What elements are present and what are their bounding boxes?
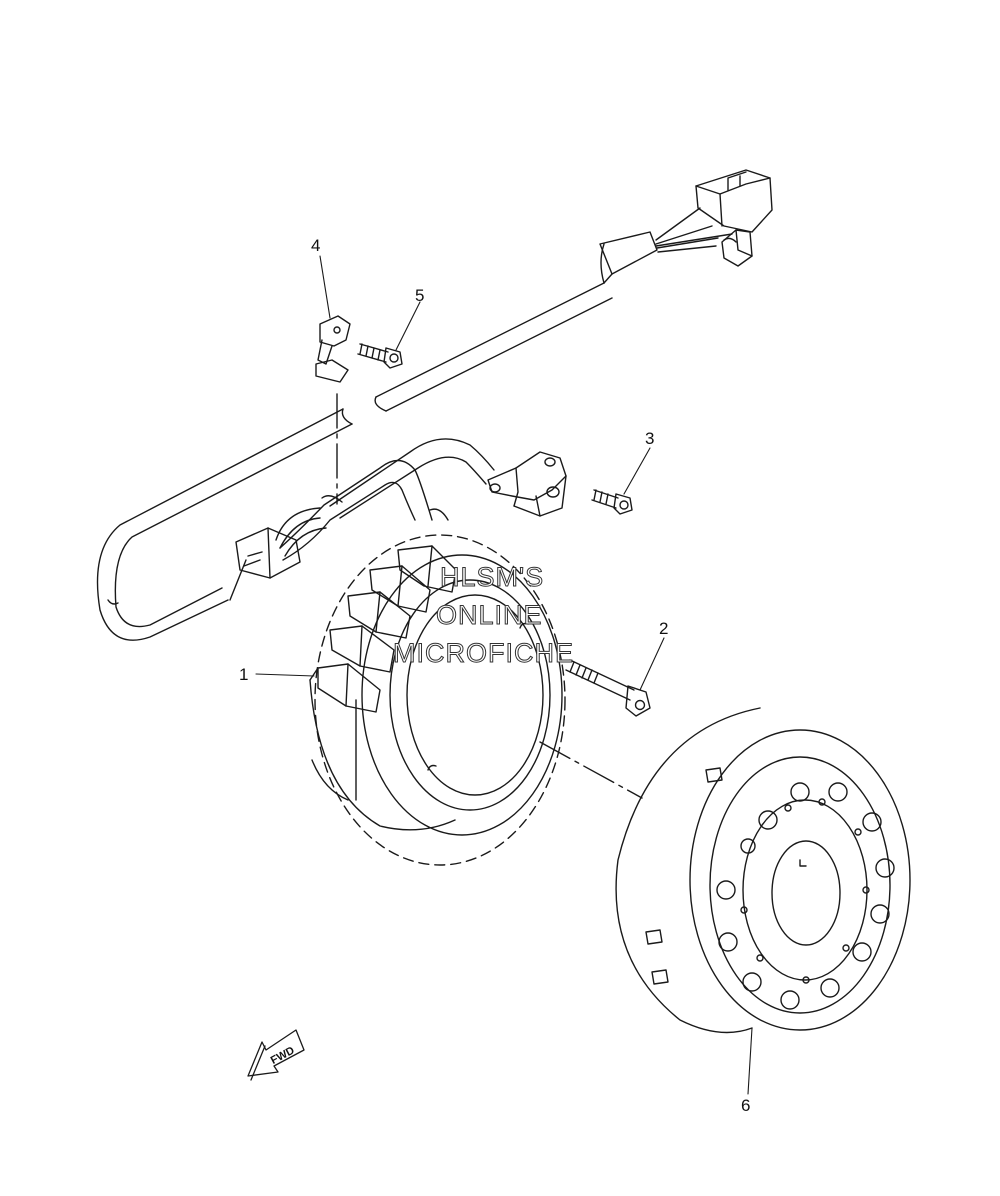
screw-5 <box>357 343 403 369</box>
callout-4: 4 <box>311 236 321 255</box>
callout-6: 6 <box>741 1096 751 1115</box>
harness-connectors <box>655 169 773 267</box>
fwd-label: FWD <box>269 1044 297 1066</box>
screw-3 <box>591 489 633 515</box>
center-axis-line <box>336 393 643 799</box>
leader-lines <box>255 255 753 1095</box>
pickup-bracket <box>487 451 567 517</box>
callout-1: 1 <box>239 665 249 684</box>
fwd-arrow-icon <box>247 1029 305 1081</box>
watermark-line-2: ONLINE <box>436 600 543 630</box>
stator-wire-harness <box>96 231 658 641</box>
watermark-line-3: MICROFICHE <box>393 638 574 668</box>
rotor <box>615 707 911 1034</box>
watermark-line-1: HLSM'S <box>439 562 545 592</box>
stator-lead-wires <box>229 438 495 601</box>
clamp <box>315 315 351 383</box>
callout-3: 3 <box>645 429 655 448</box>
callout-5: 5 <box>415 286 425 305</box>
bolt-2 <box>565 659 651 717</box>
callout-2: 2 <box>659 619 669 638</box>
stator <box>309 534 566 866</box>
